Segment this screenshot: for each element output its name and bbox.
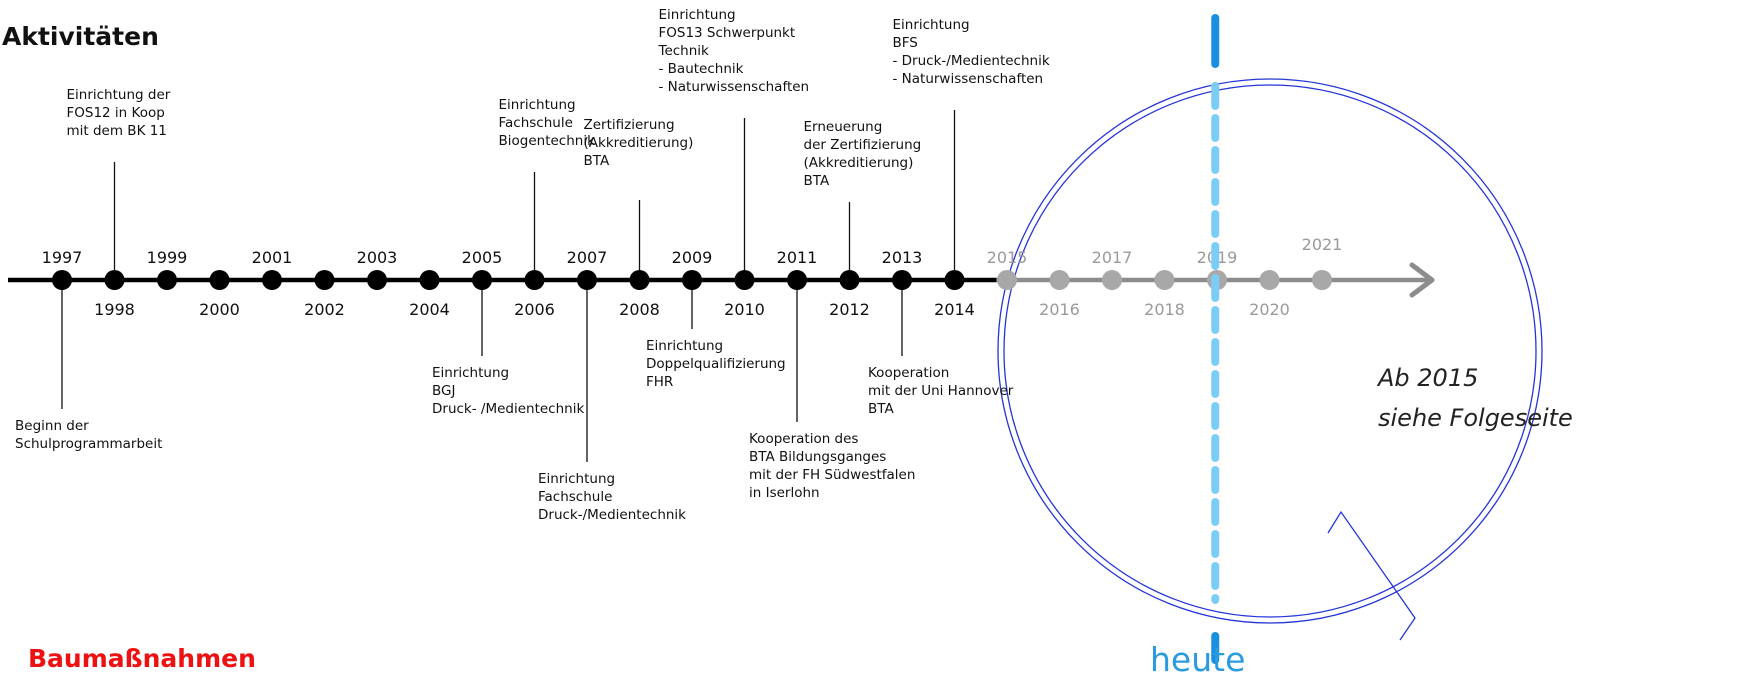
year-dot-2014 bbox=[944, 270, 965, 290]
note-line-1: Ab 2015 bbox=[1378, 364, 1479, 392]
year-label-2000: 2000 bbox=[199, 300, 240, 319]
activities-heading: Aktivitäten bbox=[2, 22, 159, 51]
year-label-2020: 2020 bbox=[1249, 300, 1290, 319]
year-label-2013: 2013 bbox=[882, 248, 923, 267]
year-dot-2004 bbox=[419, 270, 440, 290]
year-dot-2015 bbox=[997, 270, 1017, 290]
year-label-2001: 2001 bbox=[252, 248, 293, 267]
year-dot-2007 bbox=[577, 270, 597, 290]
year-label-2008: 2008 bbox=[619, 300, 660, 319]
year-label-2005: 2005 bbox=[462, 248, 503, 267]
magnifier-ring-outer bbox=[997, 78, 1543, 624]
year-label-2017: 2017 bbox=[1092, 248, 1133, 267]
year-dot-2001 bbox=[262, 270, 282, 290]
year-dot-2002 bbox=[314, 270, 335, 290]
year-label-1999: 1999 bbox=[147, 248, 188, 267]
year-dot-1998 bbox=[104, 270, 125, 290]
year-label-2004: 2004 bbox=[409, 300, 450, 319]
year-label-2002: 2002 bbox=[304, 300, 345, 319]
year-label-2014: 2014 bbox=[934, 300, 975, 319]
year-dot-2009 bbox=[682, 270, 702, 290]
year-label-2007: 2007 bbox=[567, 248, 608, 267]
year-dot-1997 bbox=[52, 270, 72, 290]
year-dot-2020 bbox=[1259, 270, 1280, 290]
year-dot-2008 bbox=[629, 270, 650, 290]
year-dot-2006 bbox=[524, 270, 545, 290]
event-label-2008: Zertifizierung(Akkreditierung)BTA bbox=[584, 117, 694, 169]
year-label-2012: 2012 bbox=[829, 300, 870, 319]
year-label-1997: 1997 bbox=[42, 248, 83, 267]
year-label-1998: 1998 bbox=[94, 300, 135, 319]
year-dot-2005 bbox=[472, 270, 492, 290]
year-dot-2017 bbox=[1102, 270, 1122, 290]
year-dot-2018 bbox=[1154, 270, 1175, 290]
year-label-2006: 2006 bbox=[514, 300, 555, 319]
magnifier-ring-inner bbox=[1003, 84, 1537, 618]
year-dot-2003 bbox=[367, 270, 387, 290]
year-dot-2011 bbox=[787, 270, 807, 290]
year-label-2011: 2011 bbox=[777, 248, 818, 267]
year-label-2015: 2015 bbox=[987, 248, 1028, 267]
year-dot-2012 bbox=[839, 270, 860, 290]
year-label-2010: 2010 bbox=[724, 300, 765, 319]
year-label-2003: 2003 bbox=[357, 248, 398, 267]
year-dot-2013 bbox=[892, 270, 912, 290]
today-label: heute bbox=[1150, 640, 1246, 679]
year-dot-2021 bbox=[1312, 270, 1332, 290]
year-label-2009: 2009 bbox=[672, 248, 713, 267]
magnifier-handle bbox=[1327, 510, 1416, 641]
year-dot-2010 bbox=[734, 270, 755, 290]
year-label-2016: 2016 bbox=[1039, 300, 1080, 319]
year-label-2018: 2018 bbox=[1144, 300, 1185, 319]
timeline-arrowhead bbox=[1409, 262, 1435, 298]
year-dot-2016 bbox=[1049, 270, 1070, 290]
construction-heading: Baumaßnahmen bbox=[28, 644, 256, 673]
note-line-2: siehe Folgeseite bbox=[1378, 404, 1573, 432]
year-dot-2000 bbox=[209, 270, 230, 290]
year-dot-1999 bbox=[157, 270, 177, 290]
year-label-2021: 2021 bbox=[1302, 235, 1343, 254]
